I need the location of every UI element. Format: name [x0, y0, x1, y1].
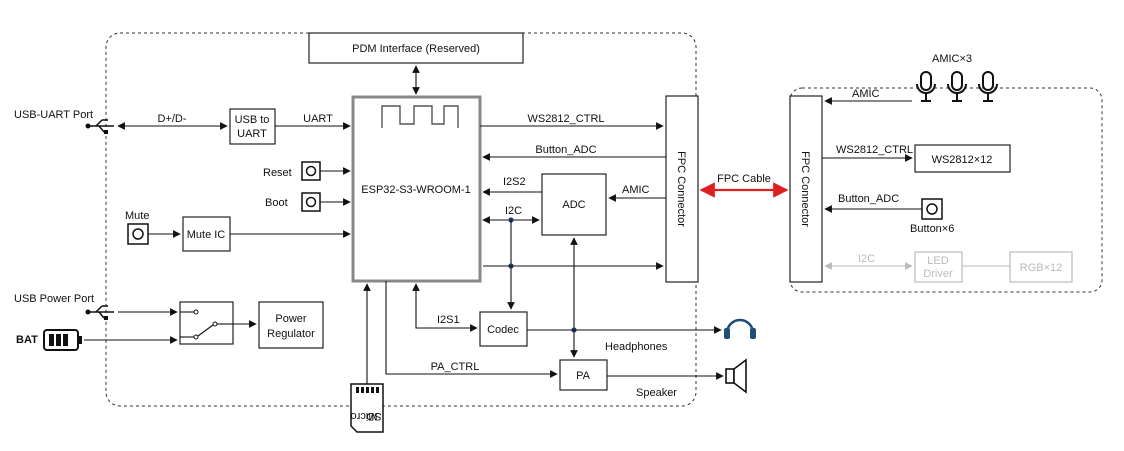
amic-label: AMIC [622, 184, 650, 196]
r-button-adc-label: Button_ADC [838, 193, 899, 205]
svg-text:Power: Power [275, 313, 307, 325]
svg-text:Mute IC: Mute IC [187, 229, 226, 241]
rgb-block: RGB×12 [1009, 251, 1073, 283]
usb-power-port-icon [85, 305, 114, 320]
mute-label: Mute [125, 210, 149, 222]
mute-button-icon [127, 223, 149, 245]
pa-block: PA [559, 359, 608, 391]
button-x6-label: Button×6 [910, 223, 954, 235]
button-adc-label: Button_ADC [535, 144, 596, 156]
led-driver-block: LED Driver [914, 251, 963, 283]
r-i2c-label: I2C [858, 253, 875, 265]
svg-text:Regulator: Regulator [267, 328, 315, 340]
usb-uart-port-label: USB-UART Port [14, 109, 93, 121]
svg-text:ADC: ADC [562, 199, 585, 211]
pa-ctrl-link [385, 281, 558, 378]
i2s1-label: I2S1 [437, 314, 460, 326]
svg-text:FPC Connector: FPC Connector [799, 151, 811, 227]
svg-text:ESP32-S3-WROOM-1: ESP32-S3-WROOM-1 [361, 184, 470, 196]
uart-label: UART [303, 113, 333, 125]
microphone-icon [916, 71, 936, 102]
fpc-connector-left: FPC Connector [665, 95, 699, 283]
microphone-icon [978, 71, 998, 102]
svg-text:SD: SD [366, 410, 381, 422]
reset-button-icon [301, 161, 321, 181]
speaker-label: Speaker [636, 387, 677, 399]
boot-label: Boot [265, 197, 288, 209]
svg-text:Driver: Driver [923, 268, 953, 280]
usb-to-uart-block: USB to UART [229, 108, 276, 145]
pdm-interface-block: PDM Interface (Reserved) [308, 32, 524, 64]
microphone-icon [947, 71, 967, 102]
mute-ic-block: Mute IC [182, 216, 231, 252]
codec-block: Codec [479, 311, 528, 347]
fpc-cable-label: FPC Cable [717, 173, 771, 185]
svg-text:LED: LED [927, 255, 948, 267]
button-x6-icon [921, 198, 943, 220]
speaker-icon [725, 358, 747, 394]
r-ws2812-ctrl-label: WS2812_CTRL [836, 144, 913, 156]
ws2812-ctrl-label: WS2812_CTRL [527, 113, 604, 125]
antenna-trace [381, 105, 459, 128]
boot-button-icon [301, 192, 321, 212]
svg-text:PDM Interface (Reserved): PDM Interface (Reserved) [352, 43, 480, 55]
reset-label: Reset [263, 167, 292, 179]
i2s2-label: I2S2 [503, 176, 526, 188]
battery-icon [43, 329, 82, 351]
pa-ctrl-label: PA_CTRL [431, 361, 480, 373]
power-switch-block [179, 301, 234, 345]
svg-text:UART: UART [237, 128, 267, 140]
svg-text:WS2812×12: WS2812×12 [932, 154, 993, 166]
svg-text:FPC Connector: FPC Connector [675, 151, 687, 227]
ws2812-block: WS2812×12 [914, 144, 1011, 173]
dpdm-label: D+/D- [157, 113, 186, 125]
usb-uart-port-icon [85, 119, 114, 134]
svg-text:Micro: Micro [351, 410, 378, 422]
svg-text:RGB×12: RGB×12 [1020, 262, 1063, 274]
svg-text:Codec: Codec [487, 324, 519, 336]
i2s1-link [412, 283, 478, 332]
svg-text:USB to: USB to [235, 114, 270, 126]
i2c-label: I2C [505, 205, 522, 217]
headphones-label: Headphones [605, 341, 668, 353]
fpc-connector-right: FPC Connector [789, 95, 823, 283]
esp32-module: ESP32-S3-WROOM-1 [351, 95, 482, 283]
usb-power-port-label: USB Power Port [14, 293, 94, 305]
microsd-card-icon: Micro SD [350, 383, 384, 433]
r-amic-label: AMIC [852, 88, 880, 100]
adc-block: ADC [541, 173, 607, 236]
svg-text:PA: PA [576, 370, 591, 382]
bat-label: BAT [16, 334, 38, 346]
amic-x3-label: AMIC×3 [932, 53, 972, 65]
headphones-icon [724, 318, 756, 339]
power-regulator-block: Power Regulator [258, 301, 324, 349]
